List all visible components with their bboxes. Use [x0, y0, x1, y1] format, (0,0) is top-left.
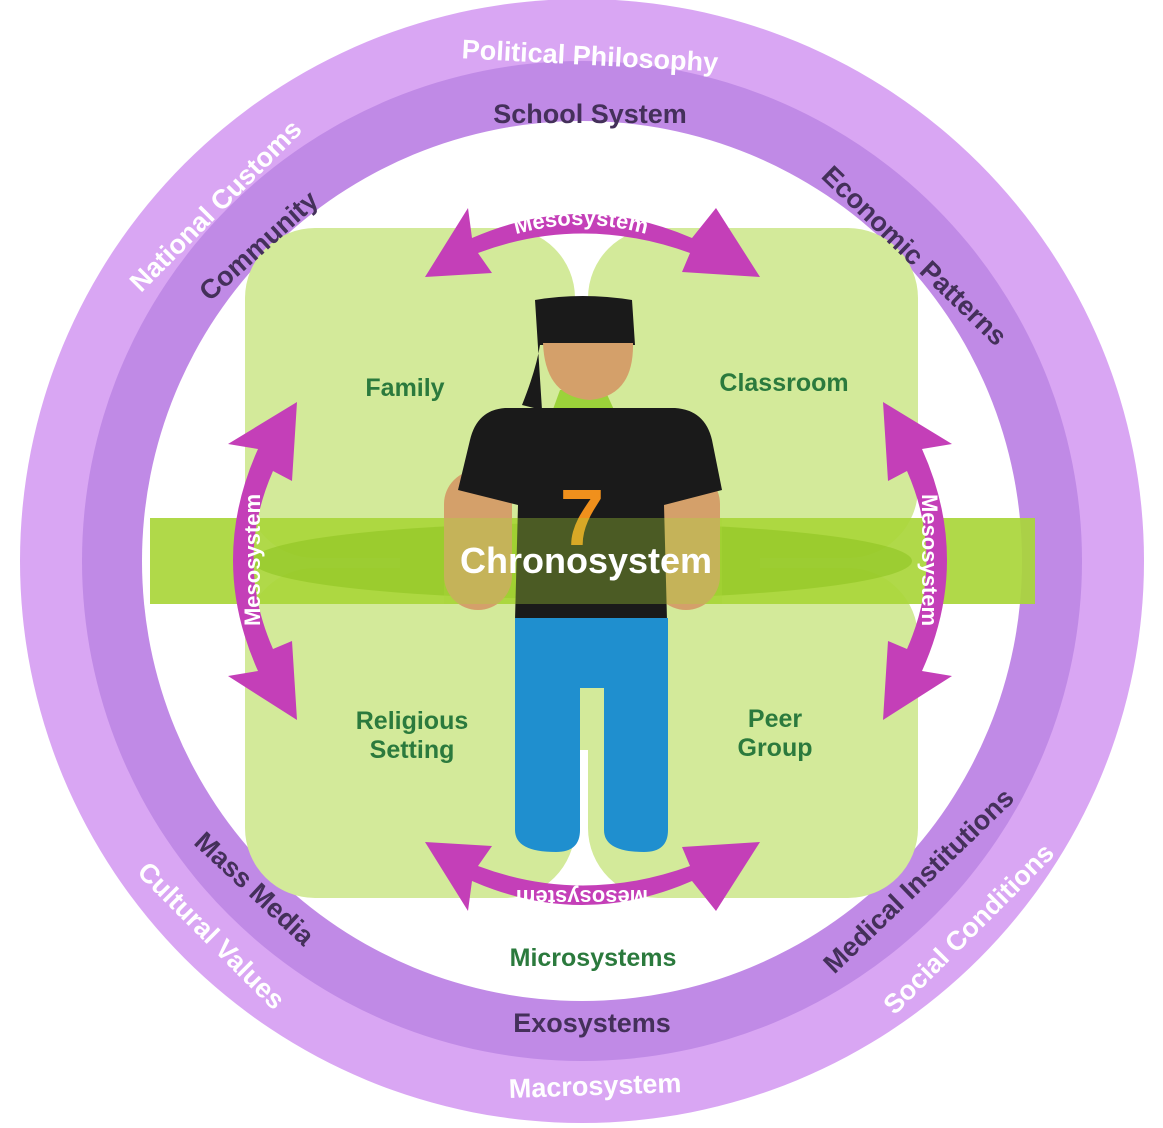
- mesosystem-arrow-top: [425, 208, 760, 277]
- shirt: [458, 408, 722, 620]
- microsystem-classroom: Classroom: [719, 369, 848, 397]
- mesosystem-arrow-bottom: [425, 842, 760, 911]
- right-arm: [652, 470, 720, 610]
- face: [543, 343, 634, 400]
- mesosystem-arrow-right: [883, 402, 952, 720]
- chronosystem-overlay: [444, 518, 722, 604]
- microsystems-title: Microsystems: [510, 944, 677, 972]
- macrosystem-title: Macrosystem: [508, 1068, 682, 1104]
- microsystem-religious-line1: Religious: [356, 707, 469, 735]
- mesosystem-label-right: Mesosystem: [917, 494, 942, 626]
- mesosystem-label-left: Mesosystem: [240, 494, 265, 626]
- left-arm: [444, 470, 512, 610]
- microsystem-peer-line2: Group: [738, 734, 813, 762]
- mesosystem-arrow-left: [228, 402, 297, 720]
- exosystem-school-system: School System: [493, 99, 687, 129]
- mesosystem-label-bottom: Mesosystem: [516, 885, 648, 910]
- mesosystem-arrows: [228, 208, 952, 911]
- age-number: 7: [560, 473, 605, 562]
- hair: [522, 296, 635, 410]
- microsystem-religious-line2: Setting: [370, 736, 455, 764]
- microsystem-peer-line1: Peer: [748, 705, 802, 733]
- pants: [515, 618, 668, 852]
- exosystems-title: Exosystems: [513, 1008, 671, 1038]
- microsystem-family: Family: [365, 374, 444, 402]
- chronosystem-label: Chronosystem: [460, 540, 712, 581]
- child-figure: 7: [444, 296, 722, 852]
